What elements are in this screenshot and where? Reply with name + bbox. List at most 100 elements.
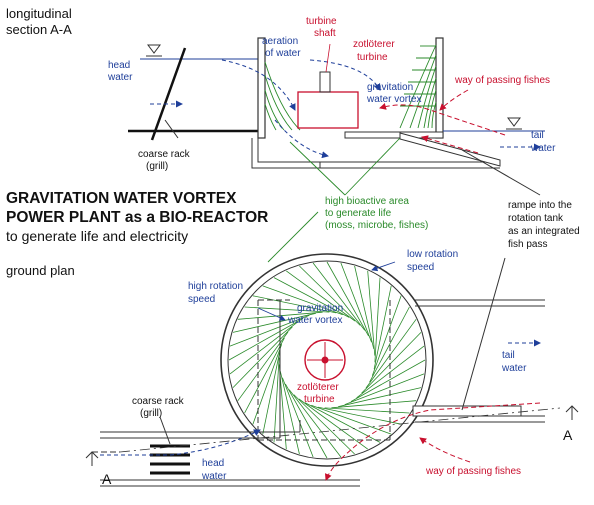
vortex-flow-arrow-b — [274, 119, 329, 159]
title-line1: GRAVITATION WATER VORTEX — [6, 190, 237, 207]
label-coarse-rack-top-1: coarse rack — [138, 149, 191, 160]
label-head-water-plan-2: water — [201, 471, 227, 482]
label-bioactive-3: (moss, microbe, fishes) — [325, 220, 428, 231]
tank-floor — [251, 138, 321, 169]
label-bioactive-1: high bioactive area — [325, 196, 409, 207]
head-water-flow-plan — [100, 429, 261, 456]
rampe-leader — [461, 149, 541, 196]
section-marker-left — [85, 451, 120, 466]
bioactive-lines-plan — [228, 261, 426, 459]
bioactive-vane — [293, 394, 355, 455]
bioactive-vane — [340, 262, 372, 343]
label-low-rotation-2: speed — [407, 262, 434, 273]
section-heading: longitudinal section A-A — [6, 6, 72, 37]
label-rampe-2: rotation tank — [508, 213, 564, 224]
bioactive-vane — [244, 337, 285, 414]
label-rampe-3: as an integrated — [508, 226, 580, 237]
bioactive-lines-section — [264, 44, 437, 131]
bioactive-vane — [311, 404, 392, 435]
label-fish-plan: way of passing fishes — [425, 466, 521, 477]
label-rampe-4: fish pass — [508, 239, 547, 250]
label-fish-top: way of passing fishes — [454, 75, 550, 86]
label-bioactive-2: to generate life — [325, 208, 392, 219]
bioactive-vane — [299, 265, 361, 326]
outlet-channel — [258, 161, 500, 169]
fish-path-plan-b — [419, 437, 471, 463]
label-coarse-rack-top-2: (grill) — [146, 161, 168, 172]
label-tail-water-plan-1: tail — [502, 350, 515, 361]
label-aeration-1: aeration — [262, 36, 298, 47]
section-marker-right-label: A — [563, 427, 573, 443]
bioactive-vane — [374, 277, 381, 363]
rampe-leader-plan — [461, 257, 506, 411]
title-line3: to generate life and electricity — [6, 228, 188, 244]
coarse-rack-leader-plan — [159, 416, 171, 445]
fish-pass-ramp-plan — [412, 405, 522, 417]
bioactive-vane — [338, 387, 422, 408]
ground-plan — [85, 253, 579, 487]
bioactive-leaders — [267, 137, 401, 263]
bioactive-vane — [367, 270, 376, 356]
bioactive-vane — [286, 270, 356, 322]
section-marker-right — [565, 405, 579, 420]
title-line2: POWER PLANT as a BIO-REACTOR — [6, 209, 268, 226]
label-rampe-1: rampe into the — [508, 200, 572, 211]
bioactive-vane — [331, 400, 417, 409]
bioactive-vane — [273, 357, 280, 443]
bioactive-vane — [285, 383, 328, 459]
inflow-wall-to-tank — [279, 300, 301, 438]
bioactive-vane — [229, 321, 298, 375]
bioactive-vane — [262, 350, 281, 435]
label-gravitation-plan-1: gravitation — [297, 303, 343, 314]
bioactive-vane — [365, 319, 417, 389]
bioactive-vane — [228, 318, 304, 361]
label-high-rotation-1: high rotation — [188, 281, 243, 292]
ground-plan-heading: ground plan — [6, 263, 75, 278]
rotation-tank-inner — [227, 260, 427, 460]
bioactive-vane — [361, 332, 422, 394]
fish-path-section-b — [439, 89, 469, 111]
diagram-title: GRAVITATION WATER VORTEX POWER PLANT as … — [6, 190, 268, 244]
bioactive-vane — [317, 406, 402, 425]
label-zotloterer-plan-1: zotlöterer — [297, 382, 339, 393]
bioactive-vane — [371, 295, 402, 376]
bioactive-vane — [369, 306, 410, 383]
label-coarse-rack-plan-1: coarse rack — [132, 396, 185, 407]
turbine-plan-circle — [304, 339, 346, 381]
label-head-water-top-1: head — [108, 60, 130, 71]
bioactive-vane — [273, 277, 350, 318]
bioactive-vane — [373, 285, 392, 370]
label-gravitation-plan-2: water vortex — [287, 315, 342, 326]
fish-ramp-section — [399, 132, 501, 167]
low-rotation-arrow — [371, 261, 396, 272]
label-zotloterer-plan-2: turbine — [304, 394, 335, 405]
turbine-shaft-leader — [325, 43, 331, 73]
tank-left-wall — [257, 37, 266, 139]
bioactive-vane — [252, 295, 337, 314]
water-level-symbol-tail — [506, 117, 522, 130]
label-tail-water-top-1: tail — [531, 130, 544, 141]
coarse-rack-grill — [150, 444, 190, 475]
label-zotloterer-top-1: zotlöterer — [353, 39, 395, 50]
label-aeration-2: of water — [265, 48, 301, 59]
tank-right-wall — [435, 37, 444, 139]
bioactive-vane — [298, 398, 368, 450]
turbine-section-body — [297, 91, 359, 129]
label-turbine-shaft-2: shaft — [314, 28, 336, 39]
section-heading-line1: longitudinal — [6, 6, 72, 21]
bioactive-vane — [312, 262, 366, 331]
label-zotloterer-top-2: turbine — [357, 52, 388, 63]
coarse-rack-leader — [164, 119, 179, 139]
coarse-rack-section — [150, 47, 187, 141]
bioactive-vane — [350, 359, 426, 402]
section-line — [119, 407, 561, 453]
bioactive-vane — [232, 326, 293, 388]
label-gravitation-top-2: water vortex — [366, 94, 421, 105]
label-head-water-top-2: water — [107, 72, 133, 83]
bioactive-vane — [282, 377, 314, 458]
outflow-channel-walls — [415, 299, 545, 423]
bioactive-vane — [229, 315, 310, 347]
bioactive-vane — [304, 402, 381, 443]
tank-floor-right — [344, 131, 444, 139]
